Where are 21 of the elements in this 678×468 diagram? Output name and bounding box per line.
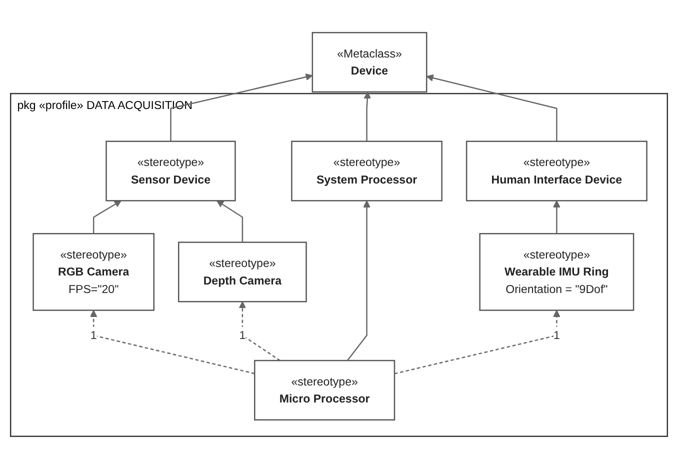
node-box: «Metaclass» Device xyxy=(312,32,428,92)
node-box: «stereotype» Human Interface Device xyxy=(466,140,648,201)
arrow xyxy=(92,200,122,234)
edge-label: 1 xyxy=(90,328,97,342)
node-box: «stereotype» Wearable IMU Ring Orientation = "9Dof" xyxy=(479,232,634,310)
edge-label: 1 xyxy=(553,328,560,342)
arrow xyxy=(238,300,280,361)
arrow xyxy=(346,200,370,360)
arrow xyxy=(90,309,255,374)
node-box: «stereotype» Depth Camera xyxy=(178,241,307,302)
edge-label: 1 xyxy=(239,328,246,342)
node-box: «stereotype» RGB Camera FPS="20" xyxy=(32,232,155,310)
node-box: «stereotype» Micro Processor xyxy=(254,359,396,420)
arrow xyxy=(394,309,560,374)
arrow xyxy=(216,200,244,242)
node-box: «stereotype» Sensor Device xyxy=(106,140,236,201)
node-box: «stereotype» System Processor xyxy=(291,140,442,201)
arrow xyxy=(426,74,558,141)
arrow xyxy=(553,200,560,234)
arrow xyxy=(170,73,313,141)
arrow xyxy=(364,91,371,141)
